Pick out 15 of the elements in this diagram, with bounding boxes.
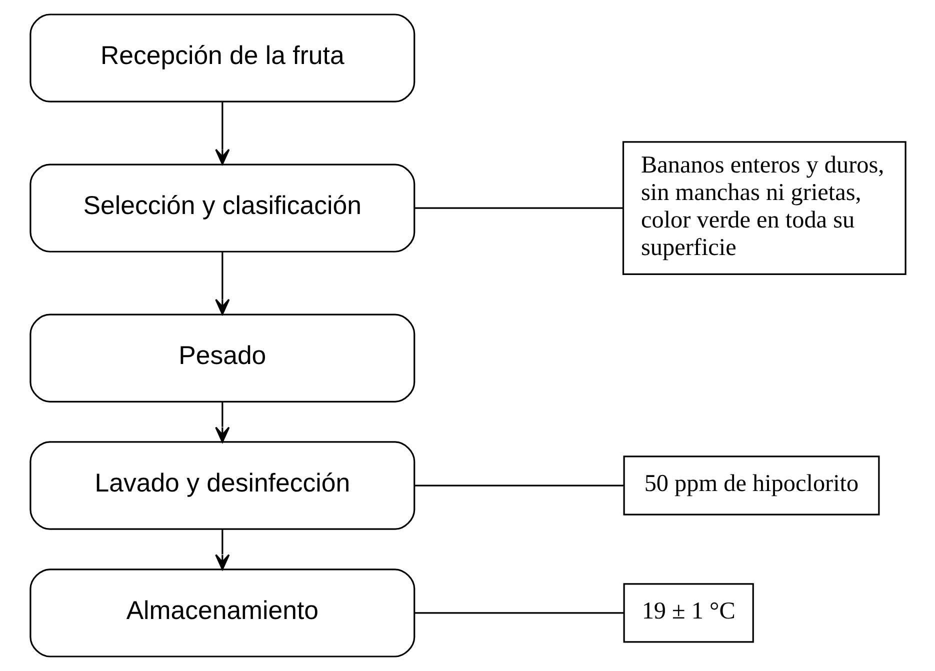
node-box: Pesado: [29, 314, 415, 402]
node-box: 19 ± 1 °C: [622, 583, 754, 643]
node-box: Almacenamiento: [29, 568, 415, 658]
node-box: Lavado y desinfección: [29, 441, 415, 530]
node-box: Recepción de la fruta: [29, 14, 415, 102]
node-box: 50 ppm de hipoclorito: [622, 456, 880, 516]
connector: [414, 612, 624, 614]
arrow: [214, 102, 230, 165]
arrow: [214, 529, 230, 570]
node-box: Bananos enteros y duros, sin manchas ni grietas, color verde en toda su superficie: [622, 141, 906, 276]
arrow: [214, 252, 230, 315]
connector: [414, 484, 624, 486]
arrow: [214, 402, 230, 443]
connector: [414, 207, 622, 209]
node-box: Selección y clasificación: [29, 164, 415, 252]
